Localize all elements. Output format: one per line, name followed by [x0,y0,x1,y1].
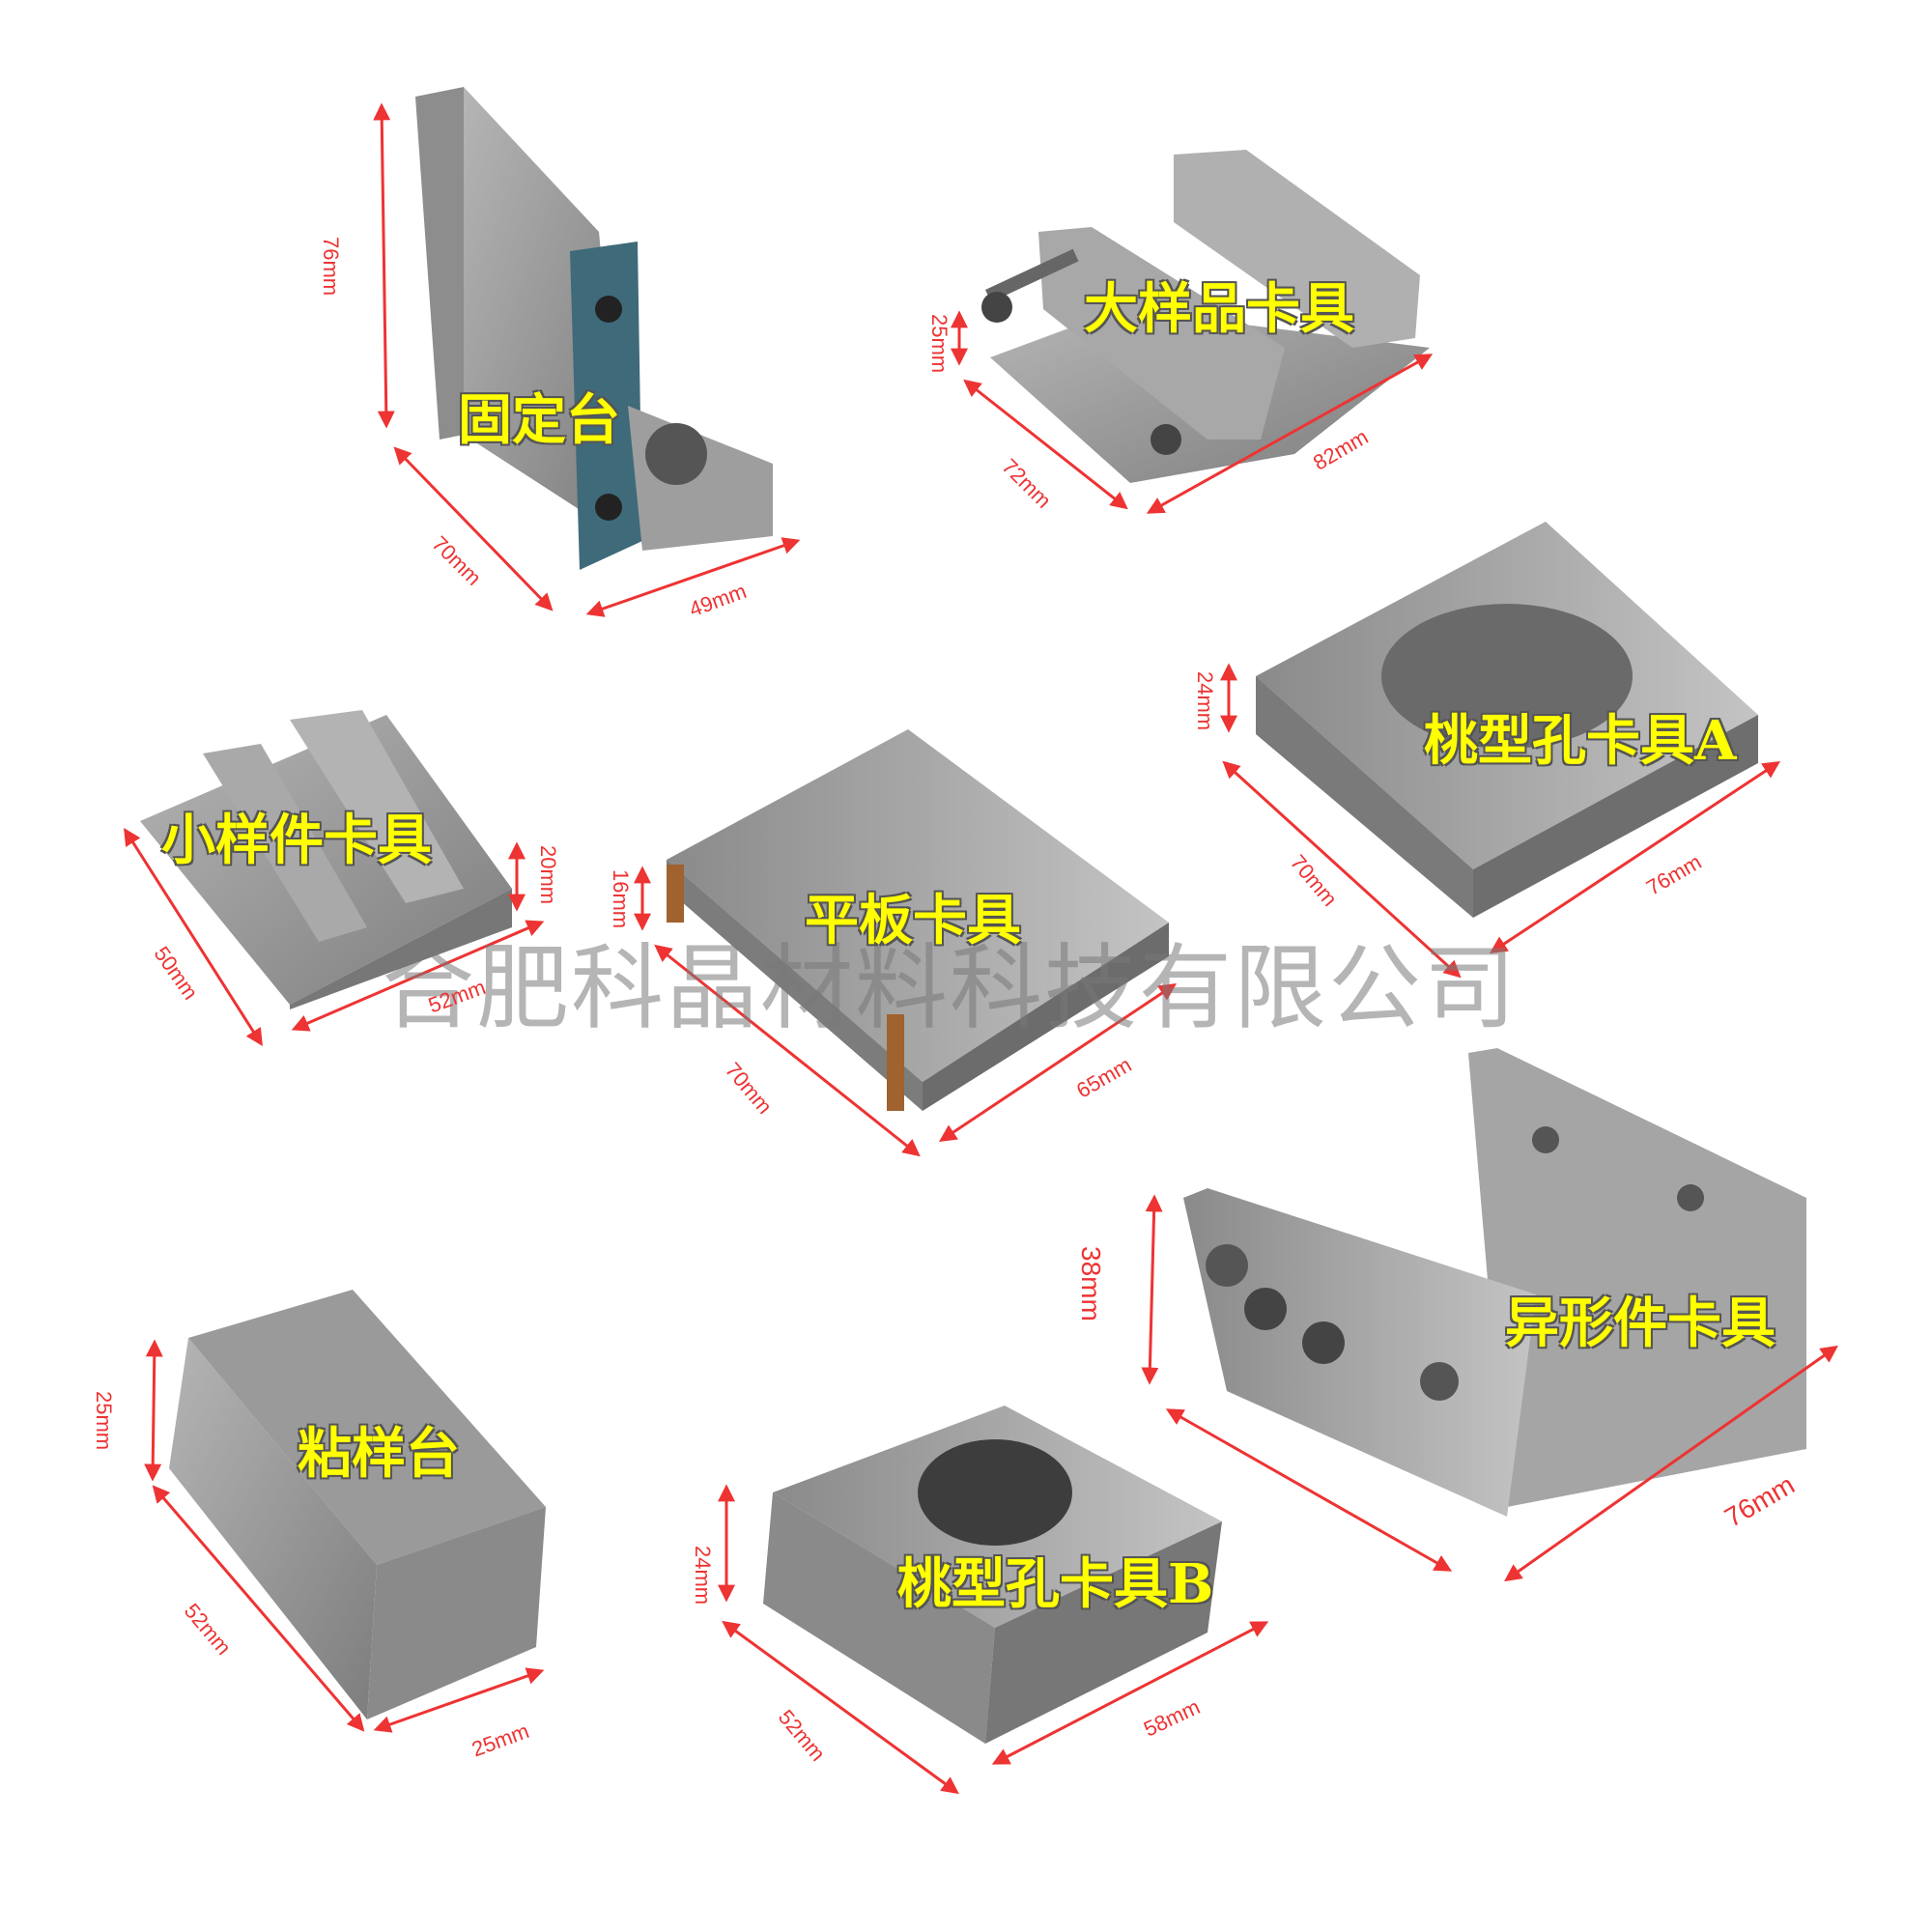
product-label: 粘样台 [298,1422,460,1486]
dimension-label: 24mm [691,1546,715,1605]
watermark: 合肥科晶材料科技有限公司 [382,934,1518,1042]
product-label: 大样品卡具 [1084,277,1354,341]
dimension-label: 25mm [927,314,952,374]
product-label: 平板卡具 [805,889,1021,952]
fixture-sample-stage [169,1290,546,1719]
dimension-label: 20mm [536,845,560,905]
dimension-label: 76mm [319,237,343,297]
dimension-label: 16mm [609,869,633,929]
dimension-label: 24mm [1193,671,1217,731]
dimension-label: 25mm [92,1391,116,1451]
dimension-label: 38mm [1076,1246,1106,1321]
fixture-gudingtai [415,87,773,570]
product-label: 桃型孔卡具A [1424,709,1737,773]
product-label: 桃型孔卡具B [897,1552,1214,1616]
dimension-arrows [124,102,1838,1795]
product-label: 异形件卡具 [1505,1292,1776,1355]
product-label: 固定台 [458,388,620,452]
product-label: 小样件卡具 [161,809,432,872]
